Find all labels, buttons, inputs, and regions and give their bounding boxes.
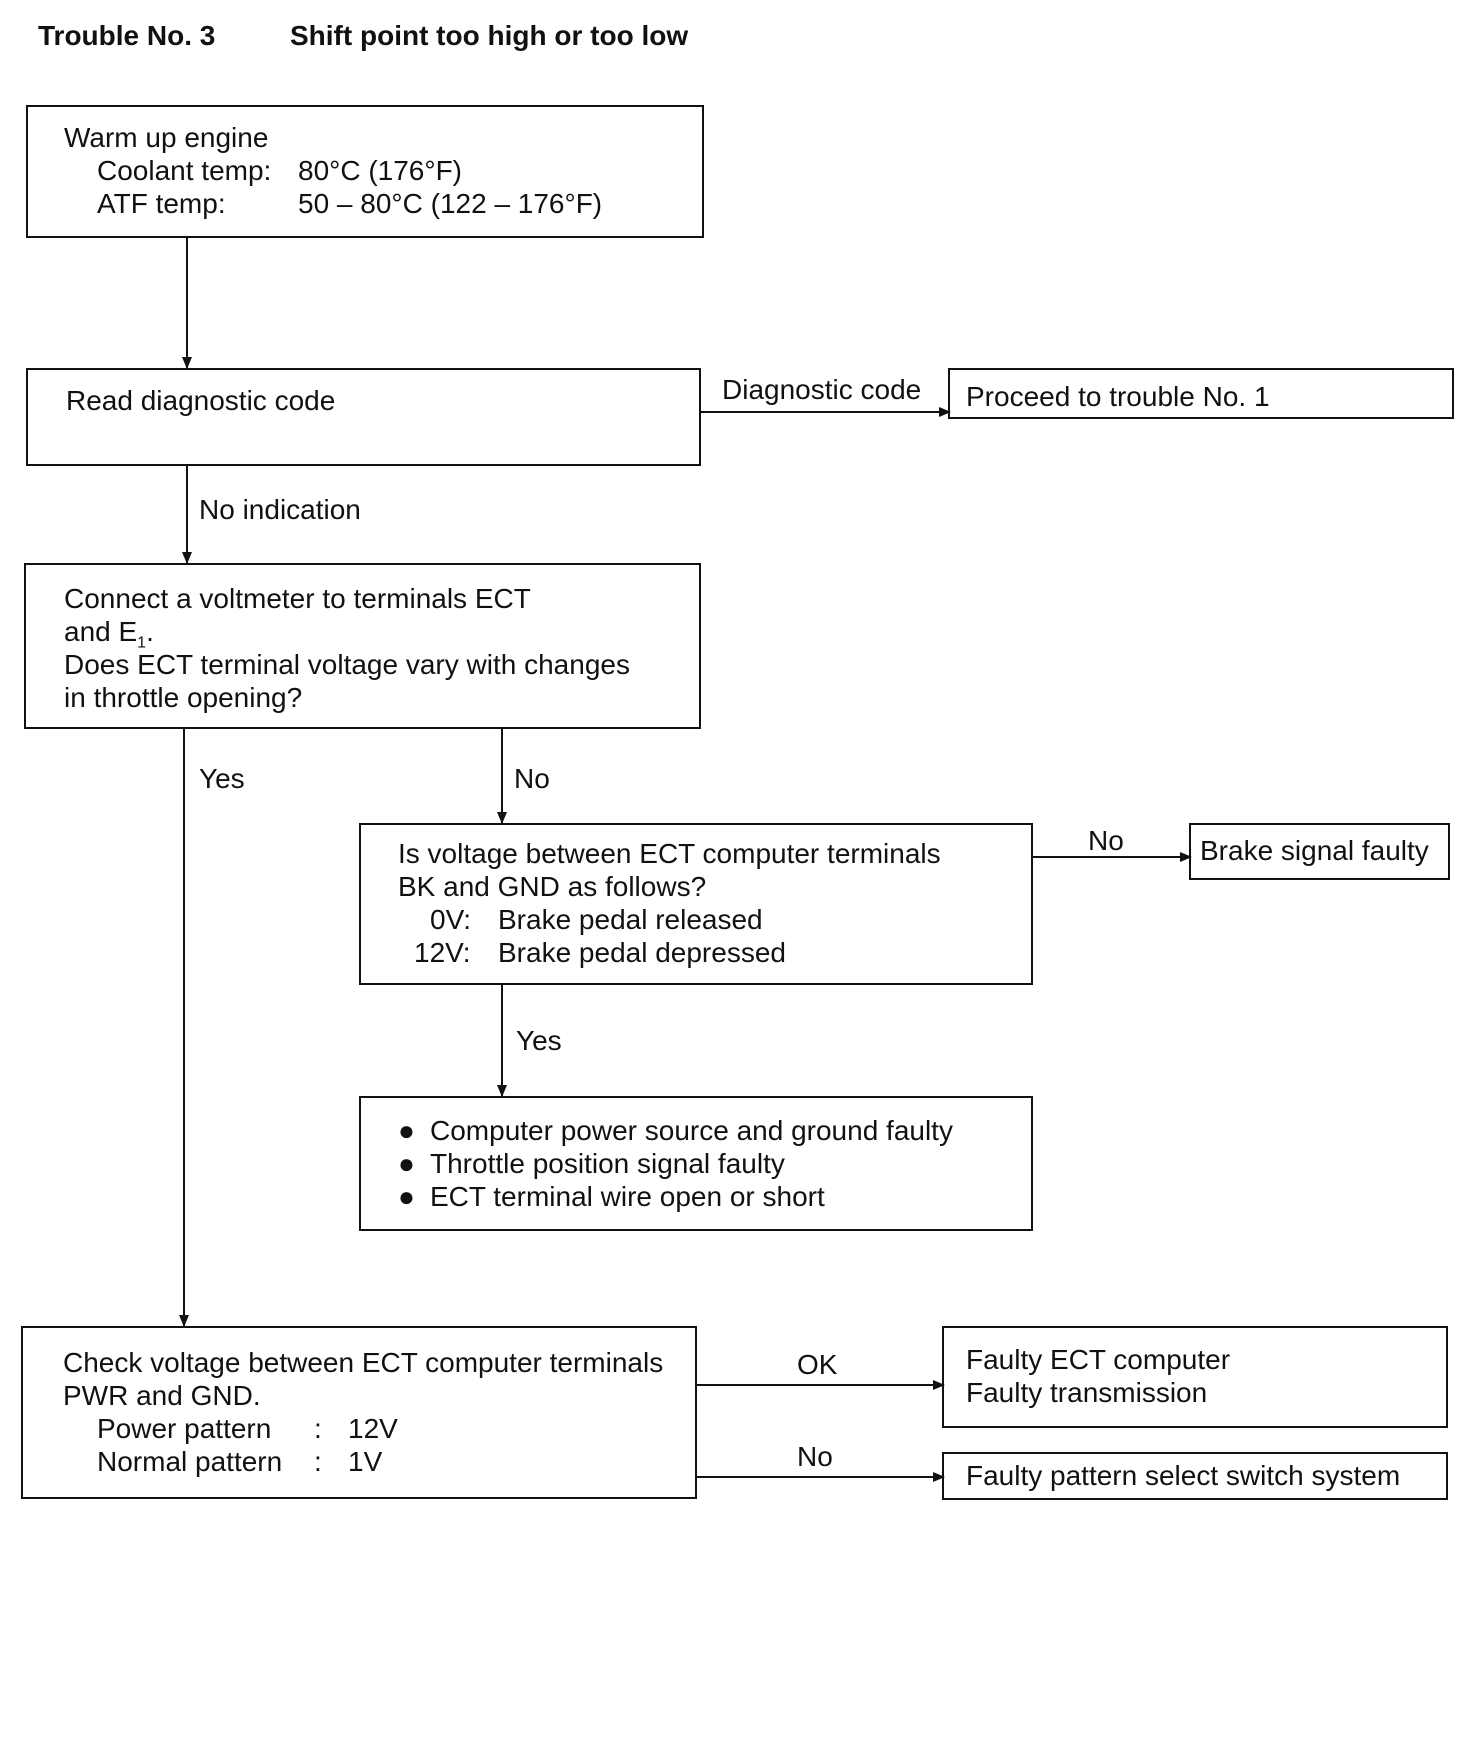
no-indication-label: No indication	[199, 494, 361, 525]
normal-pattern-value: 1V	[348, 1446, 383, 1477]
trouble-number: Trouble No. 3	[38, 20, 216, 51]
voltmeter-line4: in throttle opening?	[64, 682, 303, 713]
brake-voltage-box	[359, 823, 1033, 985]
check-pwr-line1: Check voltage between ECT computer termi…	[63, 1347, 664, 1378]
page-title: Shift point too high or too low	[290, 20, 689, 51]
check-pwr-box	[21, 1326, 697, 1499]
cause-item-text: Computer power source and ground faulty	[430, 1115, 953, 1146]
bullet-icon: ●	[398, 1148, 415, 1179]
power-pattern-label: Power pattern	[97, 1413, 272, 1444]
normal-pattern-label: Normal pattern	[97, 1446, 283, 1477]
read-code-text: Read diagnostic code	[66, 385, 336, 416]
no-pattern-label: No	[797, 1441, 833, 1472]
causes-box	[359, 1096, 1033, 1231]
normal-pattern-sep: :	[314, 1446, 322, 1477]
brake-faulty-text: Brake signal faulty	[1200, 835, 1429, 866]
no-brake-label: No	[1088, 825, 1124, 856]
diagnostic-code-label: Diagnostic code	[722, 374, 922, 405]
warmup-line1: Warm up engine	[64, 122, 269, 153]
ok-label: OK	[797, 1349, 838, 1380]
coolant-temp-label: Coolant temp:	[97, 155, 272, 186]
brake-row1-desc: Brake pedal released	[498, 904, 763, 935]
yes-brake-label: Yes	[516, 1025, 562, 1056]
voltmeter-line2-sub: 1	[137, 634, 147, 652]
voltmeter-line2: and E1.	[64, 615, 154, 660]
voltmeter-line2-suffix: .	[146, 616, 154, 647]
cause-item: ● Computer power source and ground faulty	[398, 1114, 953, 1147]
brake-faulty-box	[1189, 823, 1450, 880]
voltmeter-line3: Does ECT terminal voltage vary with chan…	[64, 649, 630, 680]
voltmeter-line2-prefix: and E	[64, 616, 138, 647]
atf-temp-value: 50 – 80°C (122 – 176°F)	[298, 188, 603, 219]
faulty-pattern-text: Faulty pattern select switch system	[966, 1460, 1401, 1491]
proceed-text: Proceed to trouble No. 1	[966, 381, 1270, 412]
cause-item: ● ECT terminal wire open or short	[398, 1180, 825, 1213]
coolant-temp-value: 80°C (176°F)	[298, 155, 463, 186]
cause-item: ● Throttle position signal faulty	[398, 1147, 785, 1180]
faulty-ect-line2: Faulty transmission	[966, 1377, 1208, 1408]
power-pattern-value: 12V	[348, 1413, 398, 1444]
bullet-icon: ●	[398, 1115, 415, 1146]
faulty-ect-box	[942, 1326, 1448, 1428]
yes-main-label: Yes	[199, 763, 245, 794]
warmup-box	[26, 105, 704, 238]
read-code-box	[26, 368, 701, 466]
brake-row1-value: 0V:	[430, 904, 471, 935]
no-main-label: No	[514, 763, 550, 794]
brake-voltage-line2: BK and GND as follows?	[398, 871, 707, 902]
brake-row2-value: 12V:	[414, 937, 471, 968]
power-pattern-sep: :	[314, 1413, 322, 1444]
voltmeter-line1: Connect a voltmeter to terminals ECT	[64, 583, 531, 614]
faulty-ect-line1: Faulty ECT computer	[966, 1344, 1231, 1375]
brake-row2-desc: Brake pedal depressed	[498, 937, 786, 968]
brake-voltage-line1: Is voltage between ECT computer terminal…	[398, 838, 941, 869]
cause-item-text: ECT terminal wire open or short	[430, 1181, 825, 1212]
voltmeter-box	[24, 563, 701, 729]
bullet-icon: ●	[398, 1181, 415, 1212]
faulty-pattern-box	[942, 1452, 1448, 1500]
cause-item-text: Throttle position signal faulty	[430, 1148, 785, 1179]
proceed-box	[948, 368, 1454, 419]
atf-temp-label: ATF temp:	[97, 188, 226, 219]
check-pwr-line2: PWR and GND.	[63, 1380, 261, 1411]
